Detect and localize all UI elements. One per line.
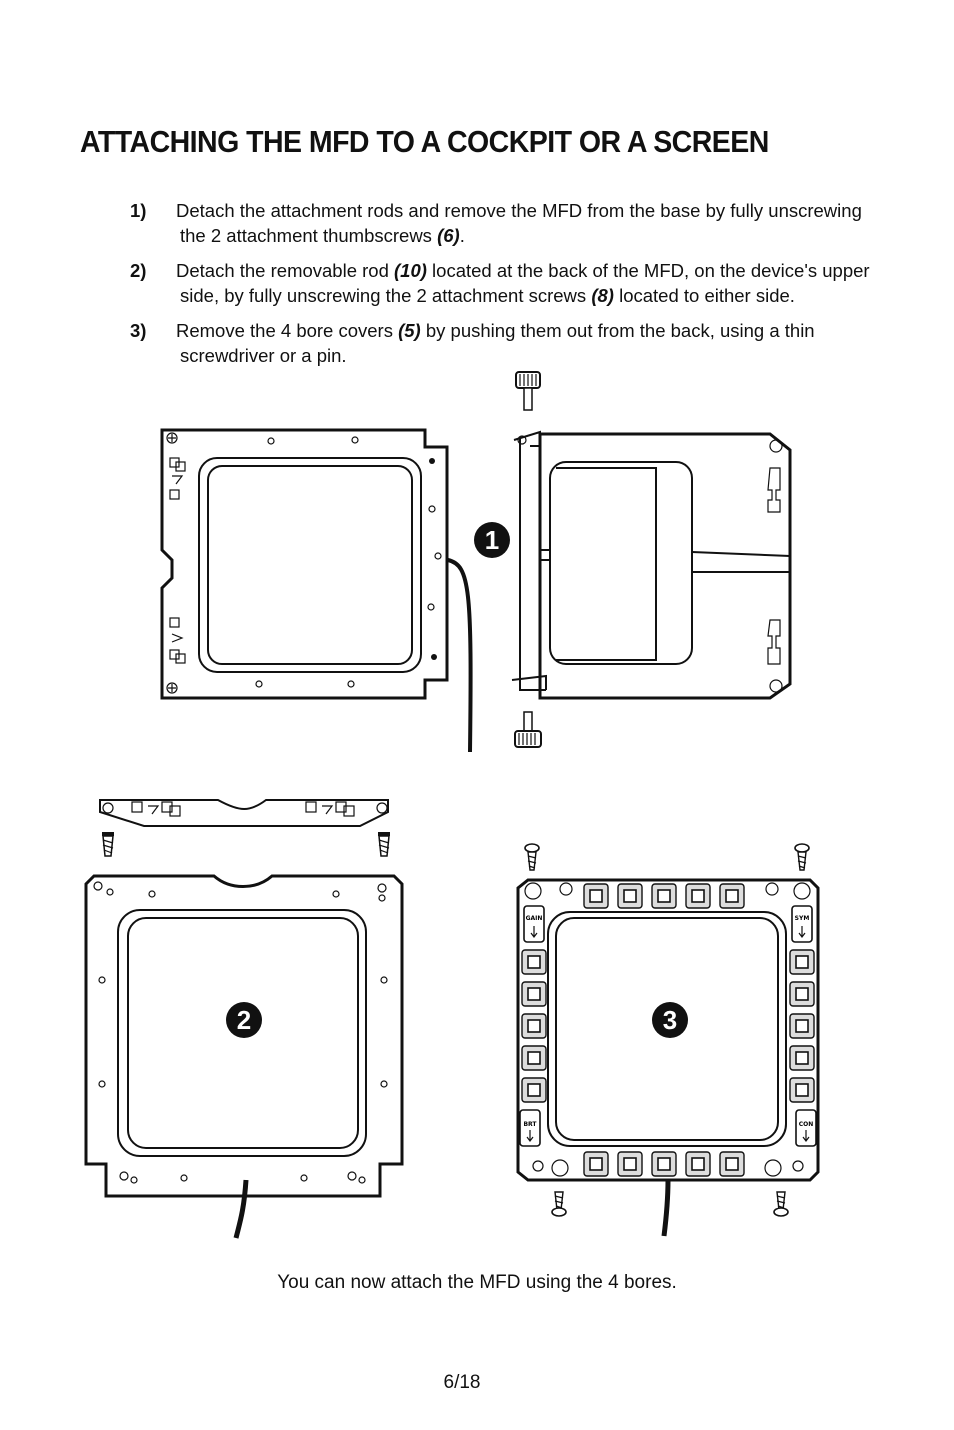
bore-screw-bottom-right: [773, 1191, 789, 1217]
osb-buttons-top: [583, 883, 745, 909]
step-badge-1: 1: [474, 522, 510, 558]
mfd-back-view: [511, 430, 792, 700]
step-number: 2): [130, 260, 147, 281]
step-text-continued: screwdriver or a pin.: [180, 345, 347, 366]
con-rocker: CON: [795, 1109, 817, 1147]
step-3: 3) Remove the 4 bore covers (5) by pushi…: [130, 318, 890, 368]
step-number: 3): [130, 320, 147, 341]
usb-cable: [233, 1179, 249, 1239]
gain-rocker: GAIN: [523, 905, 545, 943]
brt-rocker: BRT: [519, 1109, 541, 1147]
figure-caption: You can now attach the MFD using the 4 b…: [277, 1272, 677, 1293]
part-reference: (8): [591, 285, 614, 306]
page-number: 6/18: [443, 1372, 481, 1393]
svg-text:3: 3: [663, 1005, 677, 1035]
removable-rod: [99, 799, 389, 827]
step-text-continued: the 2 attachment thumbscrews (6).: [180, 225, 465, 246]
step-badge-2: 2: [226, 1002, 262, 1038]
base-plate-detached: [84, 874, 404, 1198]
svg-text:2: 2: [237, 1005, 251, 1035]
step-text-continued: side, by fully unscrewing the 2 attachme…: [180, 285, 795, 306]
bore-screw-top-right: [794, 843, 810, 871]
svg-text:SYM: SYM: [795, 915, 810, 922]
page-title: ATTACHING THE MFD TO A COCKPIT OR A SCRE…: [80, 124, 769, 159]
bore-screw-bottom-left: [551, 1191, 567, 1217]
step-text: Detach the attachment rods and remove th…: [176, 200, 862, 221]
mfd-front-view: GAIN SYM BRT CON: [516, 878, 820, 1182]
usb-cable: [447, 558, 473, 753]
part-reference: (5): [398, 320, 421, 341]
svg-text:1: 1: [485, 525, 499, 555]
svg-text:BRT: BRT: [523, 1121, 537, 1128]
thumbscrew-top: [515, 371, 541, 411]
svg-text:CON: CON: [799, 1121, 814, 1128]
rod-screw-left: [102, 832, 114, 857]
osb-buttons-right: [789, 949, 815, 1103]
step-text: Remove the 4 bore covers (5) by pushing …: [176, 320, 815, 341]
step-text: Detach the removable rod (10) located at…: [176, 260, 870, 281]
rod-screw-right: [378, 832, 390, 857]
part-reference: (10): [394, 260, 427, 281]
svg-text:GAIN: GAIN: [526, 915, 543, 922]
base-plate-front: [160, 428, 449, 700]
osb-buttons-left: [521, 949, 547, 1103]
step-2: 2) Detach the removable rod (10) located…: [130, 258, 890, 308]
sym-rocker: SYM: [791, 905, 813, 943]
thumbscrew-bottom: [514, 711, 542, 748]
step-1: 1) Detach the attachment rods and remove…: [130, 198, 890, 248]
step-number: 1): [130, 200, 147, 221]
osb-buttons-bottom: [583, 1151, 745, 1177]
bore-screw-top-left: [524, 843, 540, 871]
step-badge-3: 3: [652, 1002, 688, 1038]
part-reference: (6): [437, 225, 460, 246]
usb-cable: [661, 1179, 671, 1237]
